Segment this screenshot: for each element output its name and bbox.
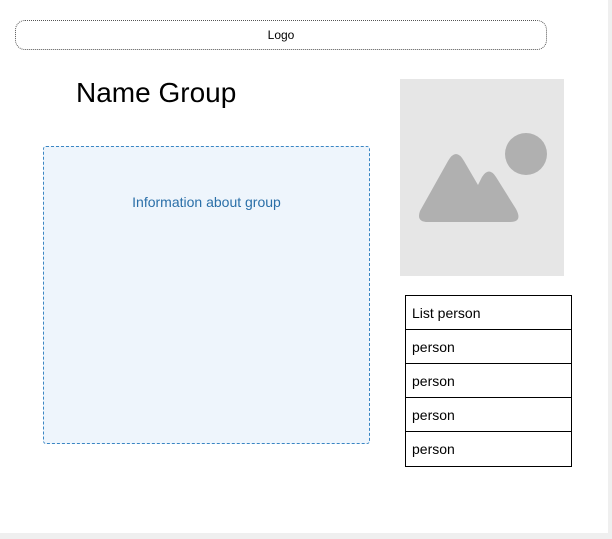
person-list-item[interactable]: person: [406, 364, 571, 398]
person-list-item[interactable]: person: [412, 441, 455, 457]
logo-bar[interactable]: Logo: [15, 20, 547, 50]
logo-label: Logo: [267, 28, 295, 42]
person-list-item[interactable]: person: [406, 330, 571, 364]
group-image-placeholder: [400, 79, 564, 276]
frame-edge-bottom: [0, 533, 612, 539]
person-list-header: List person: [406, 296, 571, 330]
frame-edge-right: [608, 0, 612, 539]
person-list: List person person person person person: [405, 295, 572, 467]
person-list-item[interactable]: person: [406, 398, 571, 432]
group-name-title: Name Group: [76, 77, 237, 108]
group-info-text: Information about group: [132, 194, 281, 210]
group-info-panel: Information about group: [43, 146, 370, 444]
image-placeholder-icon: [419, 133, 547, 222]
